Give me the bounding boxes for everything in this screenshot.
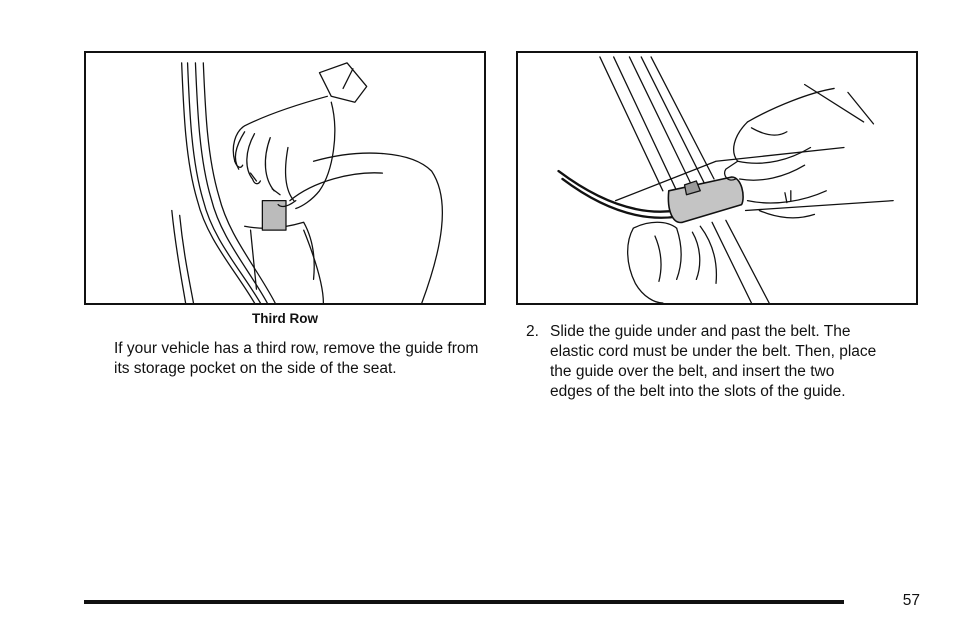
step-item: 2. Slide the guide under and past the be… (526, 322, 886, 402)
third-row-instruction: If your vehicle has a third row, remove … (114, 340, 479, 377)
step-number: 2. (526, 323, 539, 340)
belt-guide-illustration (516, 51, 918, 305)
figure-caption: Third Row (252, 311, 318, 326)
step-text: Slide the guide under and past the belt.… (550, 323, 877, 400)
page-number: 57 (902, 592, 920, 609)
footer-rule (84, 600, 844, 604)
third-row-illustration (84, 51, 486, 305)
